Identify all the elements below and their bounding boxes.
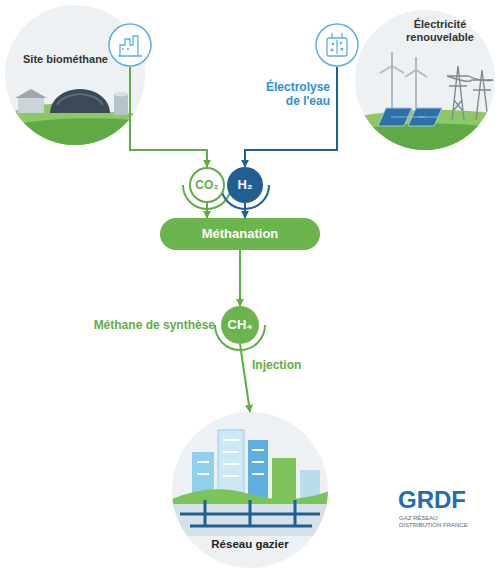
node-text: Site biométhane — [23, 53, 108, 66]
gas-network-illustration — [170, 430, 332, 536]
flow-arrow — [239, 250, 241, 306]
biomethane-icon — [118, 36, 142, 56]
electrolysis-icon — [340, 42, 342, 44]
biomethane-site-illustration — [50, 89, 110, 113]
site-circle: Site biométhane — [5, 5, 145, 145]
product-label-box: Méthane de synthèse — [80, 318, 215, 332]
network-circle: Réseau gazier — [172, 412, 328, 568]
electricity-circle: Électricité renouvelable — [355, 10, 495, 150]
electrolysis-icon — [316, 24, 358, 66]
biomethane-site-illustration — [114, 92, 128, 97]
renewable-electricity-illustration — [447, 76, 493, 81]
logo-text-box: GRDF — [398, 486, 488, 515]
logo-text: GRDF — [398, 486, 488, 515]
node-text: Réseau gazier — [172, 538, 328, 552]
electrolysis-icon — [332, 33, 342, 54]
node-text: CH₄ — [228, 317, 253, 333]
electrolysis-icon — [341, 48, 344, 51]
renewable-electricity-illustration — [350, 10, 500, 160]
biomethane-icon — [109, 24, 151, 66]
biomethane-site-illustration — [18, 97, 44, 113]
node-text: CO₂ — [195, 178, 218, 192]
flow-arrow — [240, 344, 250, 412]
renewable-electricity-illustration — [447, 66, 493, 120]
gas-circle: H₂ — [227, 167, 263, 203]
biomethane-icon — [122, 48, 129, 49]
edge-label-box: Électrolyse de l'eau — [255, 80, 330, 109]
renewable-electricity-illustration — [350, 110, 500, 160]
gas-network-illustration — [272, 458, 296, 502]
process-box: Méthanation — [160, 218, 320, 250]
renewable-electricity-illustration — [471, 70, 493, 120]
renewable-electricity-illustration — [350, 123, 500, 160]
flow-arrow — [206, 203, 208, 218]
logo-tagline: GAZ RÉSEAU DISTRIBUTION FRANCE — [399, 515, 469, 529]
biomethane-site-illustration — [0, 118, 160, 160]
gas-network-illustration — [180, 500, 320, 526]
flow-arrow — [244, 203, 246, 218]
electrolysis-icon — [316, 24, 358, 66]
renewable-electricity-illustration — [350, 52, 500, 160]
node-text: Méthanation — [202, 226, 279, 242]
electrolysis-icon — [331, 49, 334, 52]
renewable-electricity-illustration — [447, 66, 469, 120]
node-text: H₂ — [237, 177, 252, 193]
flow-arrow — [130, 67, 207, 167]
node-text: Électricité renouvelable — [398, 18, 482, 44]
product-label: Méthane de synthèse — [80, 318, 215, 332]
biomethane-icon — [109, 24, 151, 66]
gas-network-illustration — [172, 412, 328, 568]
gas-circle: CO₂ — [189, 167, 225, 203]
renewable-electricity-illustration — [391, 117, 438, 118]
gas-network-illustration — [170, 412, 332, 568]
gas-network-illustration — [197, 440, 264, 476]
edge-label: Injection — [252, 358, 332, 372]
gas-circle: CH₄ — [221, 306, 259, 344]
flow-arrow — [245, 67, 337, 167]
logo-tagline-box: GAZ RÉSEAU DISTRIBUTION FRANCE — [399, 515, 469, 529]
biomethane-site-illustration — [0, 5, 160, 160]
biomethane-site-illustration — [15, 89, 47, 98]
edge-label-box: Injection — [252, 358, 332, 372]
biomethane-site-illustration — [114, 94, 128, 115]
biomethane-site-illustration — [57, 94, 103, 105]
edge-label: Électrolyse de l'eau — [255, 80, 330, 109]
electrolysis-icon — [332, 43, 334, 45]
